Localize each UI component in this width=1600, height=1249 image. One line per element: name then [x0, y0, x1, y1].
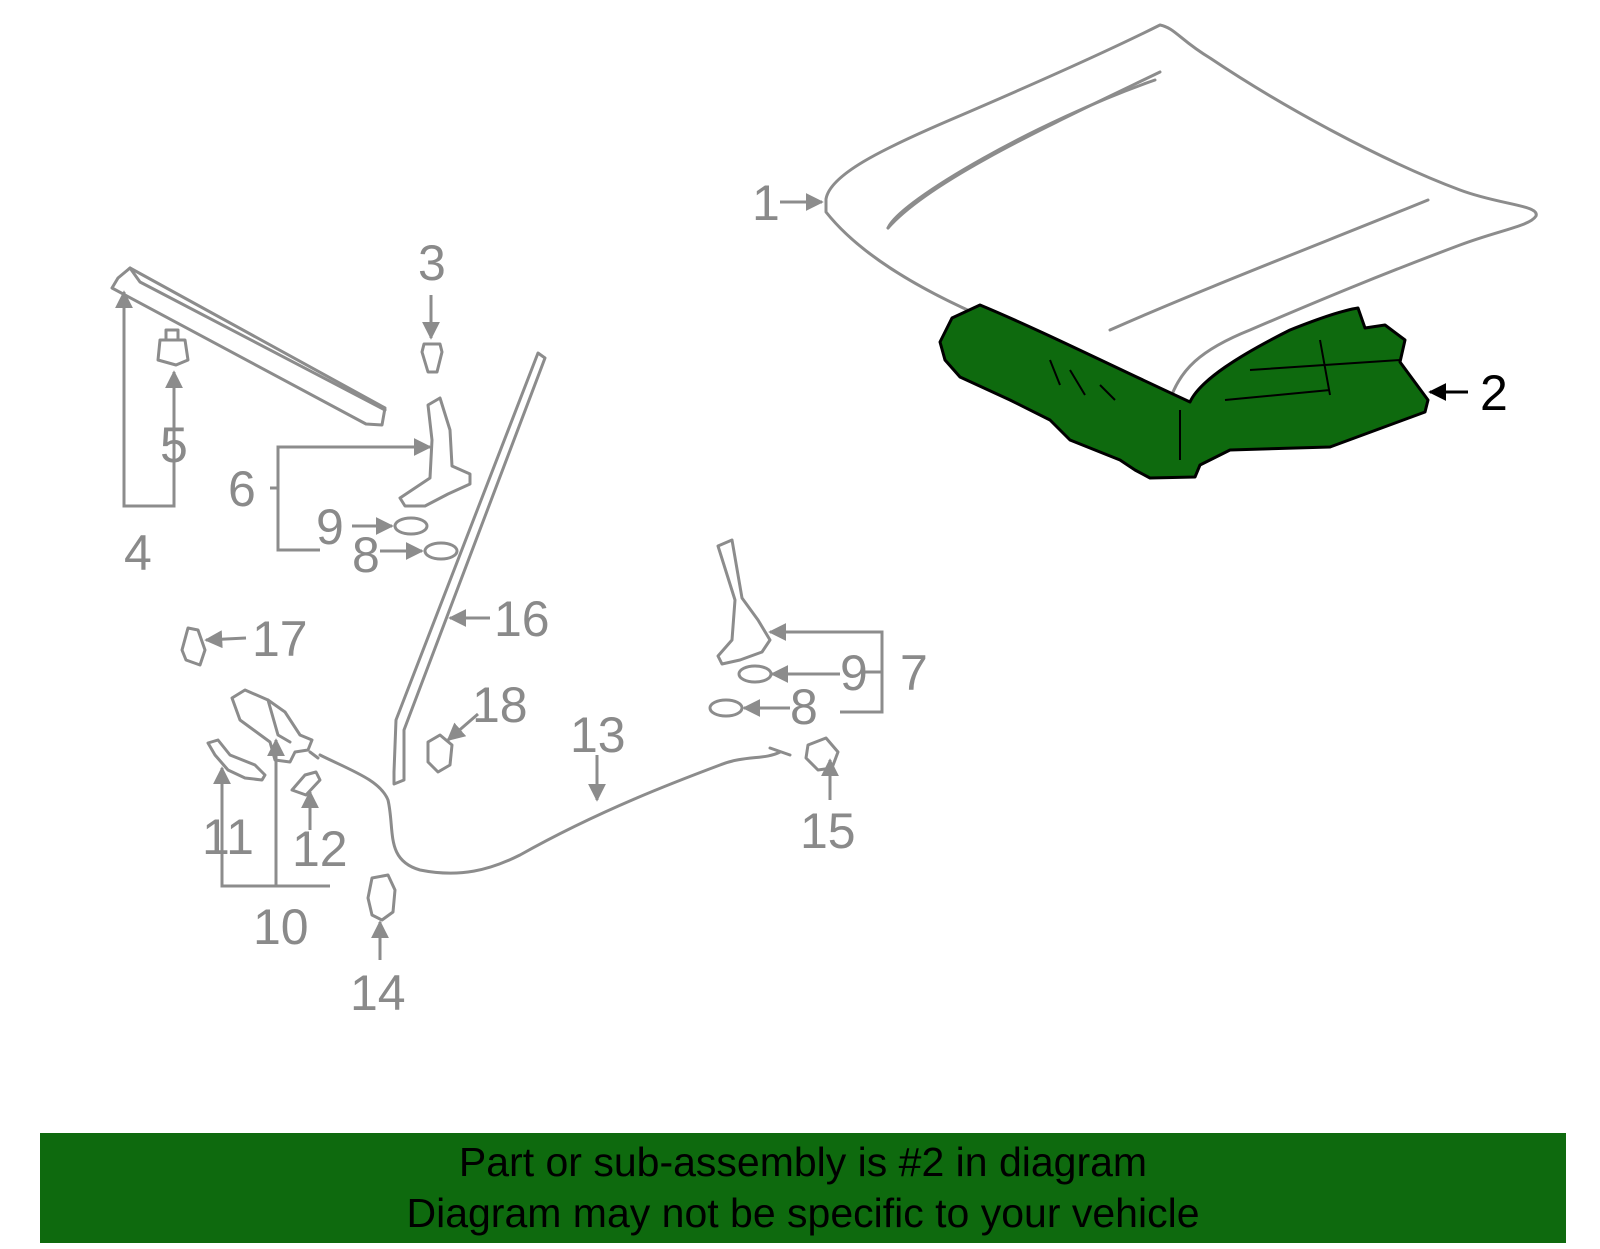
callout-9-left: 9: [316, 499, 344, 555]
hood-seal: [110, 266, 387, 427]
grommet: [426, 733, 454, 774]
latch-striker: [804, 736, 840, 772]
callout-3: 3: [418, 235, 446, 291]
callout-11: 11: [202, 809, 254, 865]
hood-panel: [824, 23, 1538, 402]
callout-18: 18: [472, 677, 528, 733]
callout-12: 12: [292, 821, 348, 877]
info-banner: Part or sub-assembly is #2 in diagram Di…: [40, 1133, 1566, 1243]
callout-7: 7: [900, 645, 928, 701]
prop-rod: [392, 351, 547, 786]
callout-5: 5: [160, 417, 188, 473]
retainer-clip: [156, 328, 190, 367]
left-hinge: [398, 396, 472, 508]
cable-clip: [366, 873, 397, 922]
callout-14: 14: [350, 965, 406, 1021]
callout-13: 13: [570, 707, 626, 763]
latch-spring: [206, 738, 267, 782]
bumper-stop: [180, 626, 207, 667]
leader-lines: [115, 193, 1468, 960]
callout-9-right: 9: [840, 645, 868, 701]
callout-1: 1: [752, 175, 780, 231]
banner-line-2: Diagram may not be specific to your vehi…: [406, 1190, 1200, 1236]
callout-8-right: 8: [790, 679, 818, 735]
hood-insulator-highlighted: [938, 303, 1430, 480]
callout-17: 17: [252, 611, 308, 667]
callout-15: 15: [800, 803, 856, 859]
right-hinge: [716, 538, 772, 666]
banner-line-1: Part or sub-assembly is #2 in diagram: [458, 1139, 1148, 1185]
bolt: [420, 342, 444, 374]
callout-8-left: 8: [352, 527, 380, 583]
latch-screw: [290, 770, 322, 797]
left-washers: [393, 516, 459, 561]
callout-16: 16: [494, 591, 550, 647]
callout-labels: 1 2 3 4 5 6 9 8 16 17 18 13 9 7 8 15 11 …: [124, 175, 1508, 1021]
callout-10: 10: [253, 899, 309, 955]
release-cable: [308, 746, 792, 875]
hood-latch: [230, 688, 314, 764]
callout-2: 2: [1480, 365, 1508, 421]
callout-4: 4: [124, 525, 152, 581]
callout-6: 6: [228, 461, 256, 517]
